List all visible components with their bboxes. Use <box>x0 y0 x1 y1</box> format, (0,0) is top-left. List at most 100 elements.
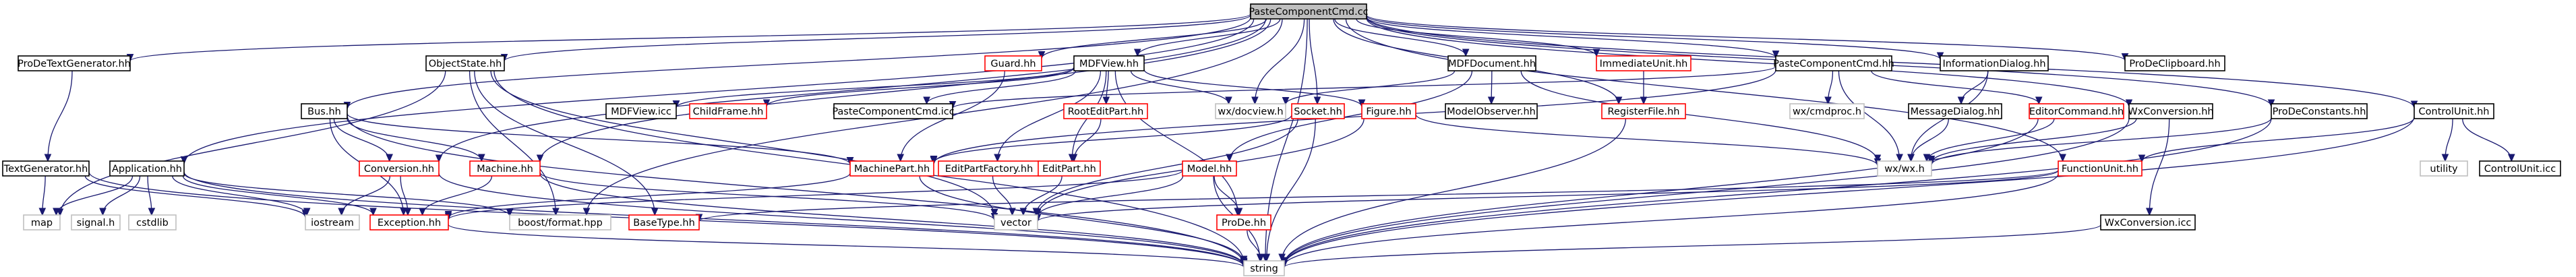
node-editpartfactory[interactable]: EditPartFactory.hh <box>938 160 1040 177</box>
edge-wxconvicc-to-string <box>1284 224 2101 268</box>
edge-controlunit-to-string <box>1284 116 2415 266</box>
node-socket[interactable]: Socket.hh <box>1291 103 1345 119</box>
node-pastecmdhh[interactable]: PasteComponentCmd.hh <box>1773 55 1894 71</box>
edge-mdfview-to-editpartfactory <box>998 70 1102 161</box>
node-conversion[interactable]: Conversion.hh <box>359 160 440 177</box>
node-registerfile[interactable]: RegisterFile.hh <box>1601 103 1686 119</box>
node-box <box>1447 55 1536 71</box>
node-mdfdocument[interactable]: MDFDocument.hh <box>1447 55 1536 71</box>
node-label: ControlUnit.hh <box>2419 106 2490 117</box>
node-immediateunit[interactable]: ImmediateUnit.hh <box>1596 55 1691 71</box>
node-box <box>1216 214 1271 230</box>
node-box <box>509 214 611 230</box>
edge-root-to-infodialog <box>1366 15 1940 59</box>
node-infodialog[interactable]: InformationDialog.hh <box>1940 55 2049 71</box>
node-map[interactable]: map <box>23 214 61 230</box>
node-label: utility <box>2430 164 2458 175</box>
node-proclipboard[interactable]: ProDeClipboard.hh <box>2124 55 2225 71</box>
node-model[interactable]: Model.hh <box>1182 160 1237 177</box>
node-box <box>23 214 61 230</box>
node-signalh[interactable]: signal.h <box>71 214 121 230</box>
node-box <box>1243 260 1285 276</box>
node-exception[interactable]: Exception.hh <box>369 214 449 230</box>
node-vector[interactable]: vector <box>994 214 1038 230</box>
node-modelobserver[interactable]: ModelObserver.hh <box>1445 103 1538 119</box>
node-textgen[interactable]: TextGenerator.hh <box>2 160 90 177</box>
node-messagedialog[interactable]: MessageDialog.hh <box>1908 103 2002 119</box>
edge-controlunit-to-utility <box>2445 118 2453 161</box>
node-wxcmdproc[interactable]: wx/cmdproc.h <box>1789 103 1865 119</box>
node-wxwx[interactable]: wx/wx.h <box>1877 160 1932 177</box>
node-controlunitcc[interactable]: ControlUnit.icc <box>2479 160 2561 177</box>
node-label: EditorCommand.hh <box>2029 106 2124 117</box>
node-childframe[interactable]: ChildFrame.hh <box>689 103 767 119</box>
node-bus[interactable]: Bus.hh <box>301 103 348 119</box>
node-box <box>2128 103 2213 119</box>
node-wxconvicc[interactable]: WxConversion.icc <box>2100 214 2196 230</box>
edge-mdfview-to-rooteditpart <box>1106 70 1108 104</box>
node-rooteditpart[interactable]: RootEditPart.hh <box>1063 103 1148 119</box>
node-controlunit[interactable]: ControlUnit.hh <box>2414 103 2494 119</box>
node-box <box>833 103 953 119</box>
node-utility[interactable]: utility <box>2420 160 2468 177</box>
node-box <box>18 55 131 71</box>
node-cstdlib[interactable]: cstdlib <box>128 214 177 230</box>
node-prodetext[interactable]: ProDeTextGenerator.hh <box>18 55 131 71</box>
node-label: iostream <box>311 218 354 228</box>
node-label: ImmediateUnit.hh <box>1600 59 1688 69</box>
node-prodeconstants[interactable]: ProDeConstants.hh <box>2271 103 2368 119</box>
node-box <box>1596 55 1691 71</box>
node-editorcommand[interactable]: EditorCommand.hh <box>2029 103 2124 119</box>
node-box <box>2124 55 2225 71</box>
node-machine[interactable]: Machine.hh <box>469 160 541 177</box>
node-box <box>305 214 360 230</box>
node-label: MachinePart.hh <box>854 164 930 175</box>
node-iostream[interactable]: iostream <box>305 214 360 230</box>
node-box <box>1038 160 1101 177</box>
node-box <box>1445 103 1538 119</box>
edge-mdfdocument-to-modelobserver <box>1491 70 1492 104</box>
node-application[interactable]: Application.hh <box>109 160 185 177</box>
node-box <box>2058 160 2143 177</box>
edge-application-to-signalh <box>102 175 141 215</box>
node-prodehh[interactable]: ProDe.hh <box>1216 214 1271 230</box>
node-wxconversion[interactable]: WxConversion.hh <box>2128 103 2214 119</box>
node-machinepart[interactable]: MachinePart.hh <box>849 160 934 177</box>
node-label: PasteComponentCmd.icc <box>832 106 954 117</box>
node-objectstate[interactable]: ObjectState.hh <box>425 55 505 71</box>
node-root[interactable]: PasteComponentCmd.cc <box>1249 3 1369 20</box>
node-label: RegisterFile.hh <box>1608 106 1680 117</box>
node-label: vector <box>1000 218 1031 228</box>
node-box <box>689 103 767 119</box>
node-wxdocview[interactable]: wx/docview.h <box>1215 103 1286 119</box>
node-label: ProDe.hh <box>1222 218 1266 228</box>
node-editpart[interactable]: EditPart.hh <box>1038 160 1101 177</box>
node-figure[interactable]: Figure.hh <box>1361 103 1416 119</box>
node-box <box>1361 103 1416 119</box>
edge-machinepart-to-exception <box>448 173 851 218</box>
node-label: Bus.hh <box>307 106 341 117</box>
node-functionunit[interactable]: FunctionUnit.hh <box>2058 160 2143 177</box>
edge-controlunit-to-functionunit <box>2142 117 2415 162</box>
node-box <box>128 214 177 230</box>
node-basetype[interactable]: BaseType.hh <box>628 214 700 230</box>
edge-bus-to-conversion <box>333 118 389 161</box>
edge-editpartfactory-to-vector <box>992 175 1013 215</box>
node-guard[interactable]: Guard.hh <box>984 55 1042 71</box>
node-box <box>1063 103 1148 119</box>
edge-root-to-application <box>184 18 1255 164</box>
edge-socket-to-vector <box>1036 118 1298 215</box>
node-string[interactable]: string <box>1243 260 1285 276</box>
node-mdfview[interactable]: MDFView.hh <box>1073 55 1145 71</box>
edge-bus-to-string <box>347 115 1244 265</box>
edge-machine-to-string <box>539 173 1244 266</box>
node-pastecmdicc[interactable]: PasteComponentCmd.icc <box>832 103 955 119</box>
node-box <box>1789 103 1865 119</box>
edge-root-to-guard <box>1042 18 1267 59</box>
edge-figure-to-wxwx <box>1415 114 1878 165</box>
node-label: EditPart.hh <box>1042 164 1096 175</box>
node-mdfviewicc[interactable]: MDFView.icc <box>605 103 677 119</box>
node-label: wx/docview.h <box>1218 106 1283 117</box>
node-boostformat[interactable]: boost/format.hpp <box>509 214 611 230</box>
